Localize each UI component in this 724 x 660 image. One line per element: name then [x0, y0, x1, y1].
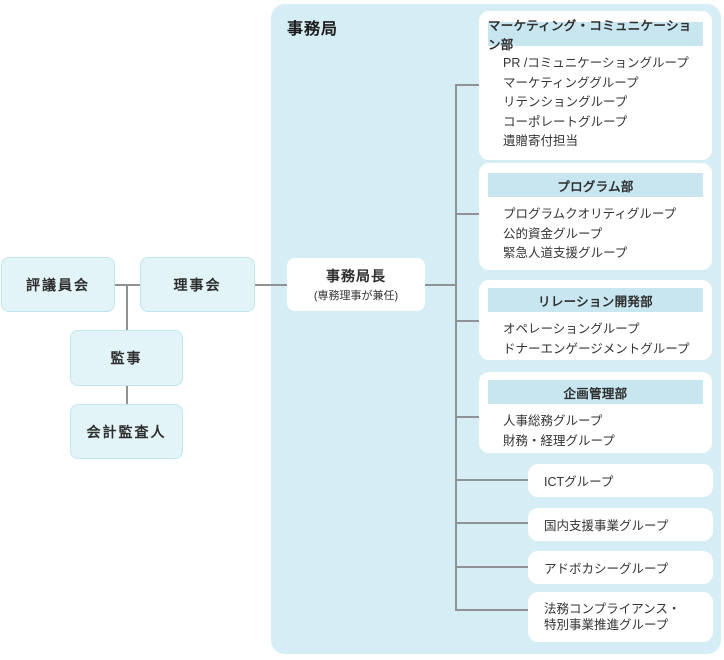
- trunk-line: [455, 84, 457, 611]
- group-item: マーケティンググループ: [503, 75, 639, 90]
- branch-advocacy: [457, 566, 528, 568]
- group-item: 遺贈寄付担当: [503, 134, 579, 148]
- connector-drop-to-auditors: [126, 285, 128, 330]
- group-label: 法務コンプライアンス・ 特別事業推進グループ: [544, 602, 681, 632]
- group-item: ドナーエンゲージメントグループ: [503, 341, 690, 356]
- dept-relations-development: リレーション開発部 オペレーショングループ ドナーエンゲージメントグループ: [479, 280, 712, 360]
- node-councilors: 評議員会: [1, 257, 115, 312]
- node-secretary-general: 事務局長 (専務理事が兼任): [287, 258, 425, 311]
- group-box-legal-compliance: 法務コンプライアンス・ 特別事業推進グループ: [528, 592, 713, 642]
- branch-legal-compliance: [457, 609, 528, 611]
- secretary-general-note: (専務理事が兼任): [313, 290, 399, 302]
- group-item: 人事総務グループ: [503, 414, 603, 428]
- branch-marketing: [457, 84, 480, 86]
- connector-auditors-accounting: [126, 386, 128, 404]
- group-item: プログラムクオリティグループ: [503, 207, 677, 221]
- secretary-general-title: 事務局長: [326, 268, 386, 284]
- dept-header-planning-management: 企画管理部: [488, 380, 703, 404]
- dept-marketing-communication: マーケティング・コミュニケーション部 PR /コミュニケーショングループ マーケ…: [479, 11, 712, 160]
- group-item: 公的資金グループ: [503, 226, 603, 241]
- node-label: 監事: [110, 350, 143, 366]
- group-item: 財務・経理グループ: [503, 433, 615, 448]
- node-label: 評議員会: [26, 276, 90, 293]
- branch-ict: [457, 479, 528, 481]
- node-label: 理事会: [173, 276, 222, 293]
- group-item: リテンショングループ: [503, 95, 628, 109]
- group-label: ICTグループ: [544, 475, 614, 489]
- dept-group-list: オペレーショングループ ドナーエンゲージメントグループ: [479, 312, 712, 359]
- group-box-ict: ICTグループ: [528, 464, 713, 497]
- dept-group-list: 人事総務グループ 財務・経理グループ: [479, 404, 712, 451]
- branch-domestic-support: [457, 522, 528, 524]
- group-label: 国内支援事業グループ: [544, 519, 669, 533]
- group-item: PR /コミュニケーショングループ: [503, 56, 689, 70]
- group-box-advocacy: アドボカシーグループ: [528, 551, 713, 584]
- branch-program: [457, 213, 480, 215]
- dept-header-relations-development: リレーション開発部: [488, 288, 703, 312]
- group-box-domestic-support: 国内支援事業グループ: [528, 508, 713, 541]
- branch-relations: [457, 320, 480, 322]
- group-item: コーポレートグループ: [503, 114, 628, 129]
- dept-header-marketing-communication: マーケティング・コミュニケーション部: [488, 19, 703, 52]
- node-board-of-directors: 理事会: [140, 257, 255, 312]
- dept-program: プログラム部 プログラムクオリティグループ 公的資金グループ 緊急人道支援グルー…: [479, 163, 712, 270]
- branch-planning: [457, 416, 480, 418]
- dept-group-list: PR /コミュニケーショングループ マーケティンググループ リテンショングループ…: [479, 46, 712, 152]
- connector-board-director: [255, 284, 287, 286]
- dept-planning-management: 企画管理部 人事総務グループ 財務・経理グループ: [479, 372, 712, 453]
- group-item: 緊急人道支援グループ: [503, 246, 628, 260]
- group-item: オペレーショングループ: [503, 322, 640, 336]
- connector-director-trunk: [425, 284, 456, 286]
- node-label: 会計監査人: [86, 423, 167, 440]
- dept-header-program: プログラム部: [488, 173, 703, 197]
- node-accounting-auditor: 会計監査人: [70, 404, 183, 459]
- secretariat-title: 事務局: [287, 21, 339, 38]
- group-label: アドボカシーグループ: [544, 562, 669, 576]
- node-auditors: 監事: [70, 330, 183, 386]
- dept-group-list: プログラムクオリティグループ 公的資金グループ 緊急人道支援グループ: [479, 197, 712, 264]
